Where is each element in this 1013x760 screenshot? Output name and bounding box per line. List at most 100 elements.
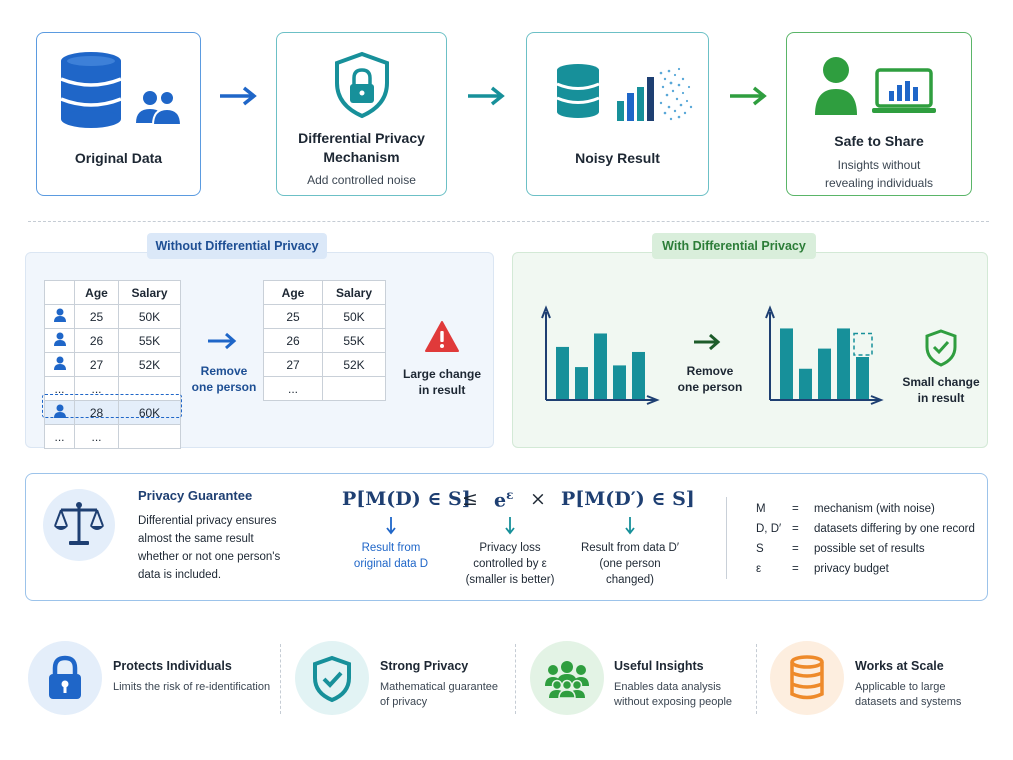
legend-definition: mechanism (with noise)	[814, 503, 935, 515]
database-icon	[556, 64, 600, 118]
cell-age: 27	[74, 352, 119, 377]
cell-salary: 55K	[322, 328, 386, 353]
note-line: controlled by ε	[473, 558, 547, 570]
cell-age: 26	[263, 328, 323, 353]
stage-title: Original Data	[74, 150, 163, 166]
stage-original-data: Original Data	[36, 32, 201, 196]
formula-note-privacy-loss: Privacy loss controlled by ε (smaller is…	[455, 540, 565, 588]
cell-age: 26	[74, 328, 119, 353]
table-row: 25 50K	[44, 304, 181, 329]
cell-age: ...	[74, 424, 119, 449]
table-row: ...	[263, 376, 386, 401]
stage-dp-mechanism: Differential Privacy Mechanism Add contr…	[276, 32, 447, 196]
stage-subtitle-line1: Insights without	[837, 158, 921, 172]
people-icon	[136, 90, 183, 126]
description-line: almost the same result	[138, 533, 254, 545]
arrow-down-icon	[386, 517, 396, 535]
bar	[556, 346, 569, 399]
feature-icon-circle	[770, 641, 844, 715]
bar	[818, 348, 831, 399]
feature-title: Useful Insights	[614, 659, 704, 673]
privacy-guarantee-box	[25, 473, 988, 601]
arrow-down-icon	[625, 517, 635, 535]
column-header-age: Age	[263, 280, 323, 305]
feature-description: Enables data analysis without exposing p…	[614, 681, 733, 708]
column-header-age: Age	[74, 280, 119, 305]
formula-note-changed: Result from data D′ (one person changed)	[574, 540, 686, 588]
cell-age: 27	[263, 352, 323, 377]
feature-description: Limits the risk of re-identification	[113, 681, 271, 693]
legend-definition: possible set of results	[814, 543, 925, 555]
cell-age: 28	[74, 400, 119, 425]
warning-icon	[425, 321, 459, 352]
padlock-icon	[49, 655, 81, 699]
cell-salary: 50K	[118, 304, 181, 329]
without-dp-label: Without Differential Privacy	[147, 233, 327, 259]
cell-salary	[118, 376, 181, 401]
person-icon	[815, 57, 857, 115]
feature-icon-circle	[295, 641, 369, 715]
stage-noisy-result: Noisy Result	[526, 32, 709, 196]
formula-right-term: P[M(D′) ∈ S]	[561, 488, 695, 510]
legend-equals: =	[792, 503, 799, 515]
chart-after-removal	[765, 305, 884, 405]
shield-check-icon	[925, 329, 957, 367]
note-line: original data D	[353, 558, 429, 570]
remove-person-caption: Remove one person	[189, 363, 259, 395]
cell-age: 25	[263, 304, 323, 329]
legend-symbol: ε	[756, 563, 762, 575]
legend-definition: privacy budget	[814, 563, 889, 575]
laptop-chart-icon	[872, 68, 936, 113]
bar	[799, 368, 812, 399]
stage-safe-to-share: Safe to Share Insights without revealing…	[786, 32, 972, 196]
feature-separator	[515, 644, 516, 714]
bar	[780, 328, 793, 399]
legend-equals: =	[792, 563, 799, 575]
caption-line: one person	[677, 380, 743, 394]
x-axis-arrow	[646, 395, 660, 405]
database-icon	[60, 52, 122, 128]
bar	[837, 328, 850, 399]
shield-lock-icon	[335, 51, 389, 119]
bar	[575, 367, 588, 399]
chart-before-removal	[541, 305, 660, 405]
legend-definition: datasets differing by one record	[814, 523, 975, 535]
feature-separator	[756, 644, 757, 714]
table-row: ... ...	[44, 376, 181, 401]
formula-exponential: eε	[494, 488, 513, 511]
guarantee-description: Differential privacy ensures almost the …	[138, 512, 280, 584]
arrow-down-icon	[505, 517, 515, 535]
description-line: Differential privacy ensures	[138, 515, 277, 527]
bar	[613, 365, 626, 399]
legend-symbol: D, D′	[756, 523, 782, 535]
cell-salary: 52K	[118, 352, 181, 377]
cell-salary: 55K	[118, 328, 181, 353]
stage-title-line1: Differential Privacy	[298, 130, 425, 146]
legend-symbol: S	[756, 543, 764, 555]
section-divider	[28, 221, 989, 222]
remove-person-caption: Remove one person	[674, 363, 746, 395]
with-dp-panel	[512, 252, 988, 448]
formula-left-term: P[M(D) ∈ S]	[342, 488, 471, 510]
formula-less-equal: ≤	[462, 488, 478, 510]
note-line: Result from data D′	[580, 542, 680, 554]
cell-age: ...	[263, 376, 323, 401]
guarantee-title: Privacy Guarantee	[138, 488, 253, 503]
legend-divider	[726, 497, 727, 579]
note-line: (smaller is better)	[465, 574, 555, 586]
feature-description: Applicable to large datasets and systems	[855, 681, 962, 708]
noisy-bars-icon	[617, 67, 693, 121]
stage-title-line2: Mechanism	[323, 149, 400, 165]
stage-subtitle-line2: revealing individuals	[824, 176, 934, 190]
cell-salary: 60K	[118, 400, 181, 425]
person-icon	[53, 356, 66, 370]
cell-salary: 50K	[322, 304, 386, 329]
description-line: whether or not one person's	[138, 551, 281, 563]
feature-title: Strong Privacy	[380, 659, 469, 673]
shield-check-icon	[313, 655, 351, 703]
person-icon	[53, 308, 66, 322]
table-row: ... ...	[44, 424, 181, 449]
